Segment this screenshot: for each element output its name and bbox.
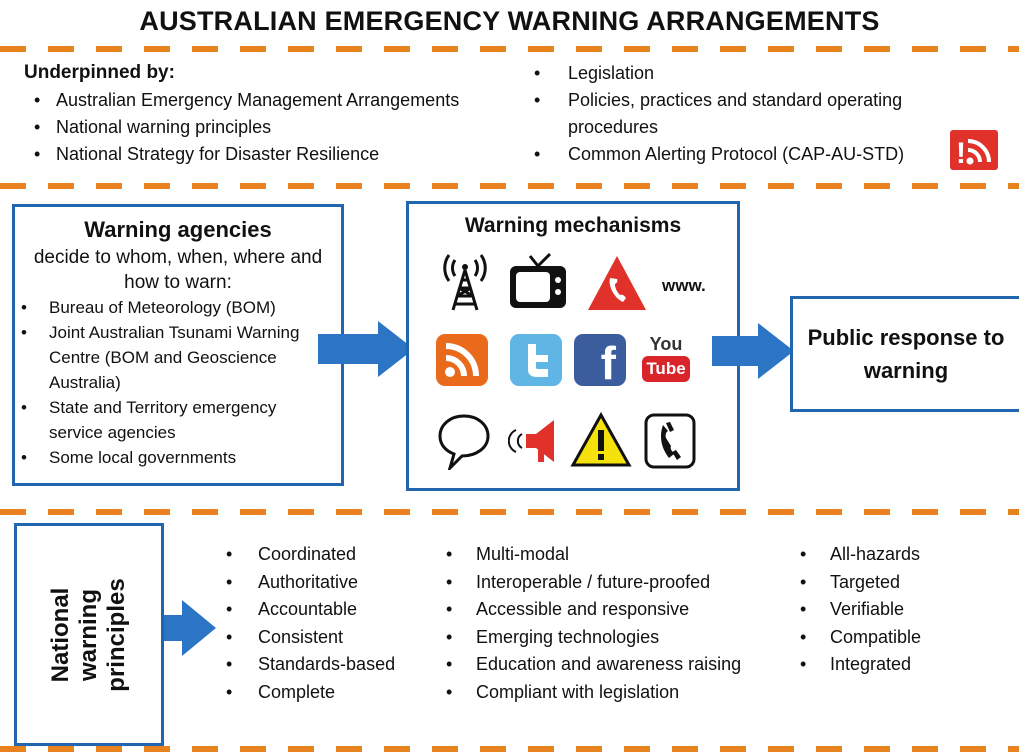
principles-label: National warning principles [47, 577, 130, 692]
list-item: Joint Australian Tsunami Warning Centre … [21, 320, 333, 395]
warning-agencies-box: Warning agencies decide to whom, when, w… [12, 204, 344, 486]
www-label: www. [662, 276, 706, 295]
youtube-top-text: You [649, 334, 683, 354]
list-item: Accessible and responsive [446, 596, 796, 624]
principles-label-box: National warning principles [14, 523, 164, 746]
youtube-icon: You Tube [640, 334, 692, 388]
list-item: Common Alerting Protocol (CAP-AU-STD) [534, 141, 964, 168]
radio-tower-icon [436, 252, 494, 312]
principles-col2: Multi-modal Interoperable / future-proof… [446, 541, 796, 706]
principles-col3: All-hazards Targeted Verifiable Compatib… [800, 541, 1000, 679]
facebook-icon: f [574, 334, 626, 386]
list-item: Accountable [226, 596, 436, 624]
siren-icon [508, 416, 566, 466]
list-item: Integrated [800, 651, 1000, 679]
response-title: Public response to warning [807, 325, 1005, 383]
list-item: All-hazards [800, 541, 1000, 569]
divider-middle [0, 183, 1019, 189]
arrow-right-icon [182, 600, 216, 656]
divider-top [0, 46, 1019, 52]
list-item: Authoritative [226, 569, 436, 597]
arrow-shaft [712, 336, 760, 366]
list-item: Standards-based [226, 651, 436, 679]
list-item: Interoperable / future-proofed [446, 569, 796, 597]
arrow-shaft [164, 615, 184, 641]
list-item: Compliant with legislation [446, 679, 796, 707]
list-item: Compatible [800, 624, 1000, 652]
list-item: Bureau of Meteorology (BOM) [21, 295, 333, 320]
underpinned-heading: Underpinned by: [24, 62, 175, 83]
speech-bubble-icon [436, 412, 492, 470]
cap-logo-icon: ! [950, 130, 998, 170]
divider-bottom [0, 746, 1019, 752]
phone-alert-icon [586, 254, 648, 312]
list-item: Legislation [534, 60, 964, 87]
agencies-subtitle: decide to whom, when, where and how to w… [33, 247, 323, 293]
underpinned-right-list: Legislation Policies, practices and stan… [534, 60, 964, 168]
list-item: Education and awareness raising [446, 651, 796, 679]
agencies-title: Warning agencies [84, 217, 272, 242]
list-item: Targeted [800, 569, 1000, 597]
telephone-icon [642, 412, 698, 470]
youtube-bottom-text: Tube [642, 356, 690, 382]
list-item: Consistent [226, 624, 436, 652]
public-response-box: Public response to warning [790, 296, 1019, 412]
principles-col1: Coordinated Authoritative Accountable Co… [226, 541, 436, 706]
warning-sign-icon [570, 412, 632, 468]
list-item: Complete [226, 679, 436, 707]
page-title: AUSTRALIAN EMERGENCY WARNING ARRANGEMENT… [139, 6, 880, 36]
arrow-shaft [318, 334, 380, 364]
arrow-right-icon [758, 323, 794, 379]
list-item: Coordinated [226, 541, 436, 569]
underpinned-left-list: Australian Emergency Management Arrangem… [34, 87, 534, 168]
mechanisms-title: Warning mechanisms [464, 214, 682, 237]
list-item: Some local governments [21, 445, 333, 470]
list-item: National Strategy for Disaster Resilienc… [34, 141, 534, 168]
list-item: Policies, practices and standard operati… [534, 87, 964, 141]
television-icon [506, 252, 570, 312]
list-item: National warning principles [34, 114, 534, 141]
list-item: Verifiable [800, 596, 1000, 624]
divider-lower [0, 509, 1019, 515]
list-item: Multi-modal [446, 541, 796, 569]
rss-icon [436, 334, 488, 386]
list-item: Australian Emergency Management Arrangem… [34, 87, 534, 114]
list-item: State and Territory emergency service ag… [21, 395, 333, 445]
list-item: Emerging technologies [446, 624, 796, 652]
svg-text:!: ! [956, 137, 966, 170]
twitter-icon [510, 334, 562, 386]
agencies-list: Bureau of Meteorology (BOM) Joint Austra… [15, 295, 341, 470]
